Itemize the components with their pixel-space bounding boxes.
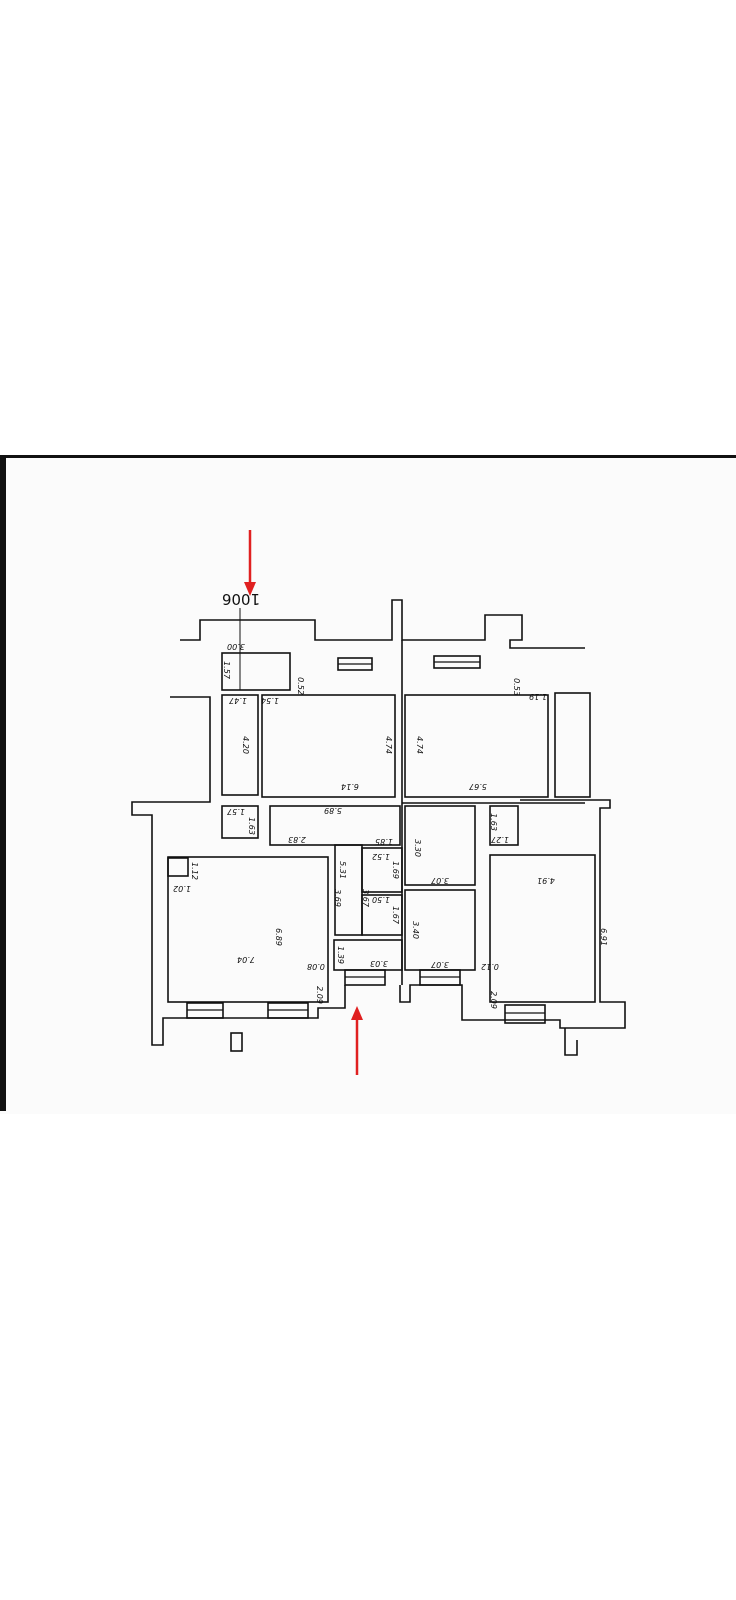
room-d (404, 805, 476, 886)
room-tiny-closet (167, 857, 189, 877)
dimension-label: 0.52 (296, 677, 305, 695)
dimension-label: 1.85 (375, 837, 393, 846)
arrow-top-icon (244, 530, 256, 596)
unit-number-label: 1006 (222, 590, 260, 608)
room-strip (554, 692, 591, 798)
dimension-label: 1.63 (247, 817, 256, 835)
image-border (0, 455, 6, 1111)
pillar (230, 1032, 243, 1052)
dimension-label: 6.91 (599, 928, 608, 946)
room-small-right (489, 805, 519, 846)
dimension-label: 1.02 (173, 884, 191, 893)
rooms (167, 652, 596, 1056)
dimension-label: 0.53 (512, 678, 521, 696)
dimension-label: 4.74 (384, 736, 393, 754)
dimension-label: 2.09 (489, 991, 498, 1009)
dimension-label: 4.20 (241, 736, 250, 754)
dimension-label: 3.30 (413, 839, 422, 857)
dimension-label: 2.09 (315, 986, 324, 1004)
dimension-label: 1.12 (190, 862, 199, 880)
dimension-label: 3.07 (430, 876, 449, 885)
dimension-label: 4.91 (537, 876, 555, 885)
dimension-label: 2.83 (288, 835, 306, 844)
dimension-label: 1.57 (226, 807, 245, 816)
outer-wall (180, 599, 585, 649)
dimension-label: 6.14 (341, 782, 359, 791)
dimension-label: 6.89 (274, 928, 283, 946)
dimension-label: 3.03 (370, 959, 388, 968)
room-f (489, 854, 596, 1003)
arrow-bottom-icon (351, 1006, 363, 1075)
dimension-label: 5.89 (324, 806, 342, 815)
dimension-label: 1.54 (261, 696, 279, 705)
dimension-label: 4.74 (415, 736, 424, 754)
room-closet (221, 694, 259, 796)
outer-wall (399, 799, 626, 1029)
dimension-label: 1.67 (391, 906, 400, 925)
dimension-label: 3.07 (430, 960, 449, 969)
dimension-label: 5.31 (338, 861, 347, 879)
dimension-label: 1.27 (490, 835, 509, 844)
room-bathroom-1 (361, 847, 403, 893)
dimension-label: 3.00 (227, 642, 245, 651)
dimension-label: 1.57 (222, 661, 231, 680)
dimension-label: 1.69 (391, 861, 400, 879)
dimension-label: 5.67 (468, 782, 487, 791)
dimension-label: 1.19 (529, 692, 547, 701)
windows (186, 655, 546, 1024)
dimension-label: 1.52 (372, 852, 390, 861)
dimension-label: 7.04 (237, 955, 255, 964)
dimension-label: 3.40 (411, 921, 420, 939)
room-c (167, 856, 329, 1003)
outer-wall (131, 696, 346, 1046)
pillar (564, 1028, 578, 1056)
room-small-top (221, 652, 291, 691)
dimension-label: 1.39 (336, 946, 345, 964)
dimension-label: 0.12 (481, 962, 499, 971)
room-bathroom-2 (361, 894, 403, 936)
dimension-label: 3.69 (333, 889, 342, 907)
floor-plan-image (0, 455, 736, 1114)
room-b (404, 694, 549, 798)
room-hall (221, 805, 259, 839)
dimension-label: 1.47 (228, 696, 247, 705)
dimension-labels: 3.00 1.57 1.47 1.54 0.52 4.20 4.74 4.74 … (173, 642, 608, 1009)
room-a (261, 694, 396, 798)
dimension-label: 0.08 (307, 962, 325, 971)
dimension-label: 1.50 (372, 895, 390, 904)
dimension-label: 1.63 (489, 813, 498, 831)
dimension-label: 3.67 (361, 889, 370, 908)
